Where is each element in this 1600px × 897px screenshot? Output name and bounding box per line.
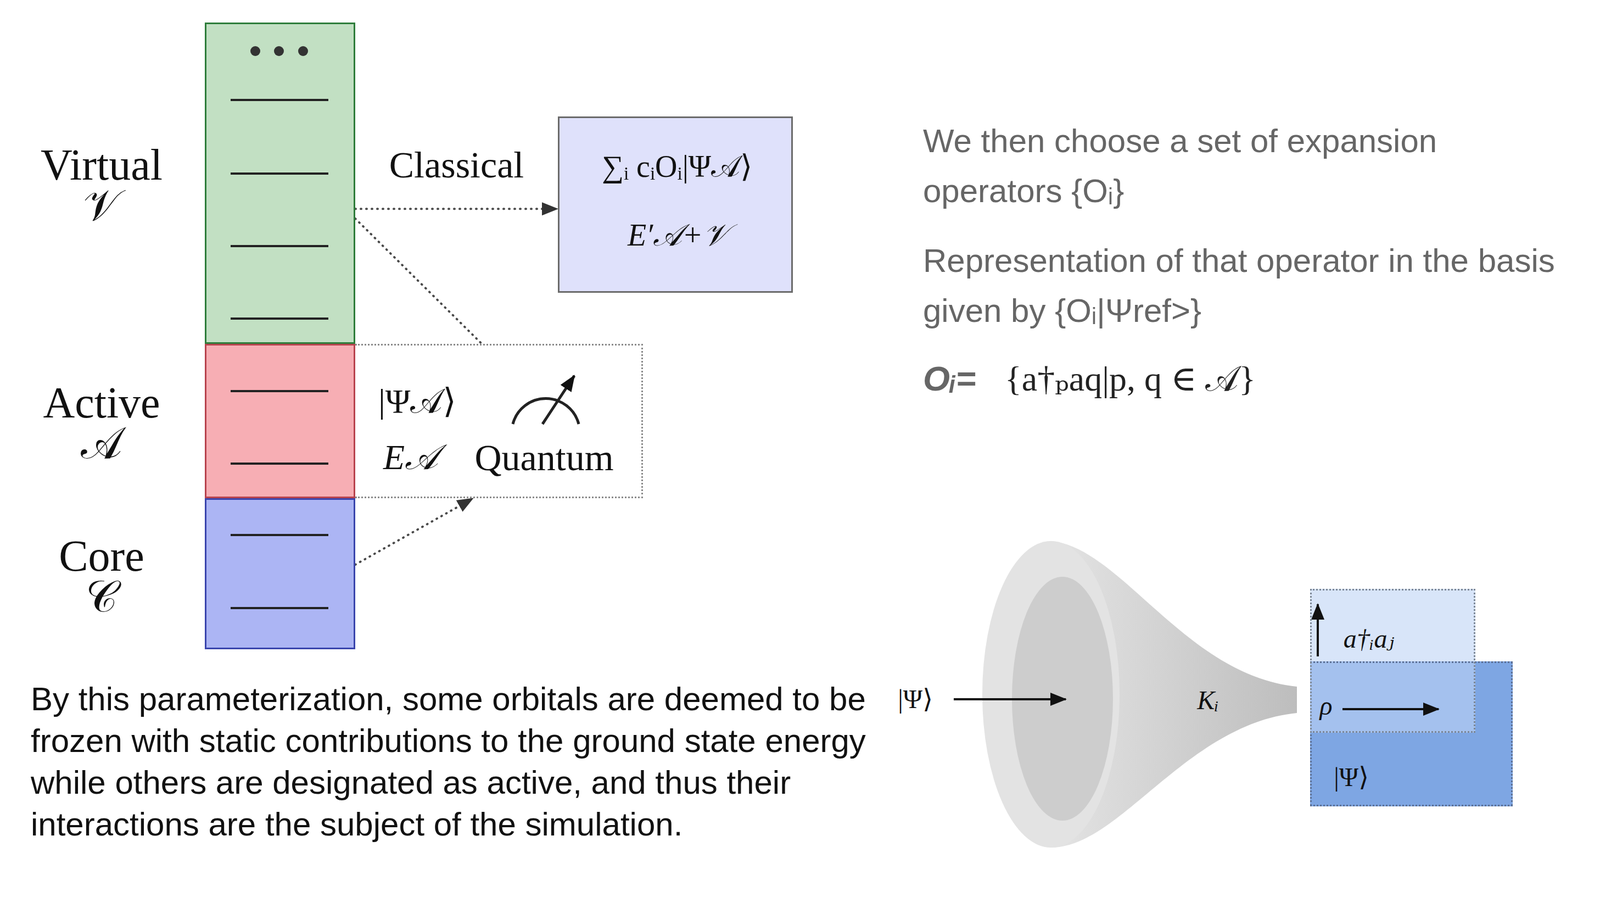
edge-label: Classical: [387, 143, 527, 187]
ellipsis-dots: [250, 46, 309, 57]
operator-set: {a†ₚaq|p, q ∈ 𝒜}: [1004, 357, 1256, 401]
operator-box: a†ᵢaⱼ ρ: [1310, 588, 1476, 733]
note-text: We then choose a set of expansion operat…: [922, 115, 1506, 216]
active-band: Active 𝒜: [204, 343, 356, 499]
quantum-box: |Ψ𝒜⟩ E𝒜 Quantum: [355, 343, 643, 499]
operator-symbol: Oᵢ=: [922, 357, 977, 400]
orbital-level: [230, 606, 329, 609]
orbital-level: [230, 172, 329, 175]
kraus-label: Kᵢ: [1196, 684, 1219, 716]
orbital-level: [230, 244, 329, 248]
orbital-level: [230, 533, 329, 536]
energy-label: E𝒜: [383, 437, 439, 478]
dotted-connector: [355, 498, 474, 565]
input-arrow: [953, 697, 1066, 701]
dotted-connector: [355, 218, 483, 344]
dot: [298, 46, 309, 57]
active-band-fill: [204, 343, 356, 499]
funnel: [982, 540, 1297, 848]
method-label: Quantum: [474, 435, 614, 479]
density-label: ρ: [1319, 690, 1333, 721]
note-text: Representation of that operator in the b…: [922, 235, 1596, 336]
core-band-fill: [204, 498, 356, 650]
state-label: |Ψ𝒜⟩: [378, 381, 456, 421]
up-arrow: [1316, 603, 1319, 657]
orbital-level: [230, 317, 329, 320]
meter-needle: [542, 375, 575, 424]
right-arrow: [1342, 707, 1439, 710]
dotted-connector: [355, 207, 558, 210]
band-label: Active 𝒜: [32, 382, 171, 464]
funnel-rim: [982, 540, 1120, 848]
band-label: Core 𝒞: [49, 535, 154, 617]
virtual-band: Virtual 𝒱: [204, 22, 356, 344]
operator-label: a†ᵢaⱼ: [1343, 623, 1395, 654]
state-ket: |Ψ⟩: [1333, 761, 1369, 792]
band-label: Virtual 𝒱: [32, 144, 171, 226]
meter-symbol: [512, 375, 579, 424]
orbital-levels: [230, 99, 329, 608]
energy-formula: E′𝒜+𝒱: [627, 217, 729, 253]
virtual-band-fill: [204, 22, 356, 344]
orbital-level: [230, 98, 329, 102]
expansion-formula: ∑ᵢ cᵢOᵢ|Ψ𝒜⟩: [601, 148, 753, 184]
orbital-level: [230, 462, 329, 465]
dot: [273, 46, 284, 57]
dot: [250, 46, 261, 57]
state-box: |Ψ⟩: [1310, 661, 1513, 807]
operator-box-fill: [1310, 588, 1476, 733]
input-state: |Ψ⟩: [897, 683, 933, 715]
classical-box: ∑ᵢ cᵢOᵢ|Ψ𝒜⟩ E′𝒜+𝒱: [557, 116, 793, 293]
core-band: Core 𝒞: [204, 498, 356, 650]
body-paragraph: By this parameterization, some orbitals …: [30, 678, 871, 846]
orbital-level: [230, 389, 329, 393]
